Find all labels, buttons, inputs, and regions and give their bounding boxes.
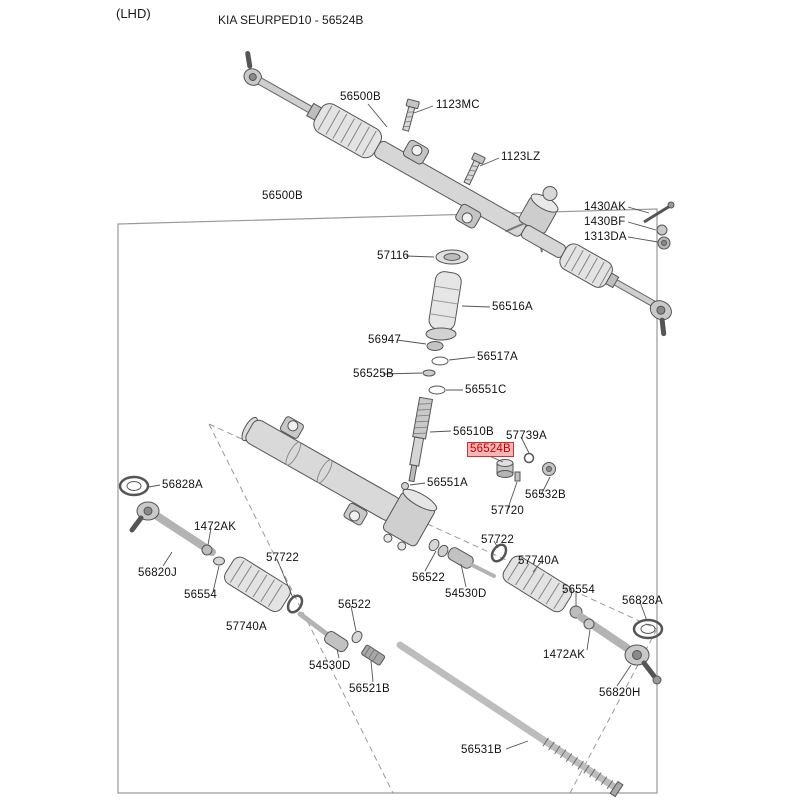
part-label-56828a-right[interactable]: 56828A — [622, 595, 663, 607]
mount-bolt-1123mc-art — [402, 98, 420, 132]
part-label-1430ak[interactable]: 1430AK — [584, 201, 627, 213]
rack-bar-art — [396, 641, 624, 798]
part-label-57740a-left[interactable]: 57740A — [226, 621, 267, 633]
part-label-1472ak-right[interactable]: 1472AK — [543, 649, 586, 661]
part-label-57116[interactable]: 57116 — [377, 250, 410, 262]
part-label-54530d-left[interactable]: 54530D — [309, 660, 351, 672]
part-label-56517a[interactable]: 56517A — [477, 351, 518, 363]
part-label-56522-center[interactable]: 56522 — [412, 572, 445, 584]
leader-lines — [148, 103, 659, 750]
part-label-1472ak-left[interactable]: 1472AK — [194, 521, 237, 533]
part-label-56524b[interactable]: 56524B — [467, 442, 514, 457]
bushing-cluster-art — [496, 452, 556, 482]
valve-pinion-stack-art — [401, 249, 469, 490]
ball-joint-hardware-art — [643, 201, 675, 250]
part-label-57720[interactable]: 57720 — [491, 505, 524, 517]
part-label-56828a-left[interactable]: 56828A — [162, 479, 203, 491]
part-label-56551a[interactable]: 56551A — [427, 477, 468, 489]
part-label-56551c[interactable]: 56551C — [465, 384, 507, 396]
mount-bolt-1123lz-art — [463, 152, 486, 186]
part-label-56500b-assembly[interactable]: 56500B — [340, 91, 381, 103]
part-label-56521b[interactable]: 56521B — [349, 683, 390, 695]
gear-housing-art — [241, 416, 438, 551]
part-label-56820h[interactable]: 56820H — [599, 687, 641, 699]
part-label-57722-right[interactable]: 57722 — [481, 534, 514, 546]
part-label-56532b[interactable]: 56532B — [525, 489, 566, 501]
part-label-57739a[interactable]: 57739A — [506, 430, 547, 442]
part-label-56516a[interactable]: 56516A — [492, 301, 533, 313]
part-label-56525b[interactable]: 56525B — [353, 368, 394, 380]
part-label-57740a-right[interactable]: 57740A — [518, 555, 559, 567]
part-label-56554-left[interactable]: 56554 — [184, 589, 217, 601]
part-label-56554-right[interactable]: 56554 — [562, 584, 595, 596]
part-label-1430bf[interactable]: 1430BF — [584, 216, 626, 228]
center-inner-rod-art — [428, 538, 496, 578]
part-label-1123mc[interactable]: 1123MC — [436, 99, 480, 111]
steering-gear-assembly-art — [243, 51, 675, 337]
part-label-56522-left[interactable]: 56522 — [338, 599, 371, 611]
part-label-54530d-center[interactable]: 54530D — [445, 588, 487, 600]
part-label-56820j[interactable]: 56820J — [138, 567, 177, 579]
part-label-56947[interactable]: 56947 — [368, 334, 401, 346]
right-tie-rod-art — [490, 543, 664, 685]
left-tie-rod-art — [118, 475, 386, 666]
part-label-57722-left[interactable]: 57722 — [266, 552, 299, 564]
part-label-1313da[interactable]: 1313DA — [584, 231, 627, 243]
part-label-1123lz[interactable]: 1123LZ — [501, 151, 541, 163]
part-label-56510b[interactable]: 56510B — [453, 426, 494, 438]
part-label-56531b[interactable]: 56531B — [461, 744, 502, 756]
part-label-56500b-box[interactable]: 56500B — [262, 190, 303, 202]
page-title: KIA SEURPED10 - 56524B — [218, 13, 364, 27]
drive-variant-note: (LHD) — [116, 6, 151, 21]
